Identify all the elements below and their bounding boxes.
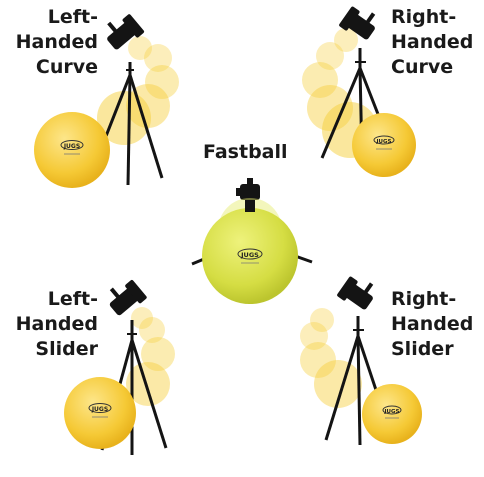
machine-left-curve: JUGS	[34, 14, 179, 188]
ghost-ball	[300, 342, 336, 378]
label-line: Right-	[391, 288, 457, 310]
ball-brand: JUGS	[384, 409, 400, 415]
ghost-ball	[141, 337, 175, 371]
label-line: Fastball	[203, 141, 288, 163]
ball	[352, 113, 416, 177]
label-line: Left-	[47, 6, 98, 28]
ghost-ball	[310, 308, 334, 332]
label-left-handed-curve: Left- Handed Curve	[16, 5, 98, 80]
label-line: Left-	[47, 288, 98, 310]
ghost-ball	[131, 307, 153, 329]
ghost-ball	[128, 36, 152, 60]
machine-left-slider: JUGS	[64, 280, 175, 455]
ghost-ball	[97, 91, 151, 145]
label-line: Slider	[391, 338, 454, 360]
ghost-ball	[144, 44, 172, 72]
label-line: Handed	[15, 31, 98, 53]
ghost-ball	[139, 317, 165, 343]
ball-brand: JUGS	[91, 406, 108, 413]
label-line: Handed	[391, 313, 474, 335]
ghost-ball	[126, 362, 170, 406]
ball	[202, 208, 298, 304]
label-left-handed-slider: Left- Handed Slider	[16, 287, 98, 362]
ghost-ball	[314, 360, 362, 408]
ghost-ball	[300, 322, 328, 350]
ball-brand: JUGS	[240, 251, 259, 259]
machine-fastball: JUGS	[191, 178, 313, 304]
label-line: Curve	[35, 56, 98, 78]
ball-brand: JUGS	[376, 139, 392, 145]
ghost-ball	[302, 62, 338, 98]
label-right-handed-slider: Right- Handed Slider	[391, 287, 473, 362]
machine-right-curve: JUGS	[302, 6, 416, 177]
label-line: Handed	[15, 313, 98, 335]
ghost-ball	[145, 65, 179, 99]
label-line: Handed	[391, 31, 474, 53]
label-right-handed-curve: Right- Handed Curve	[391, 5, 473, 80]
ghost-ball	[334, 28, 358, 52]
ball-brand: JUGS	[63, 143, 80, 150]
label-line: Curve	[391, 56, 454, 78]
ghost-ball	[316, 42, 344, 70]
label-line: Slider	[35, 338, 98, 360]
machine-right-slider: JUGS	[300, 276, 422, 446]
label-fastball: Fastball	[203, 140, 288, 165]
label-line: Right-	[391, 6, 457, 28]
